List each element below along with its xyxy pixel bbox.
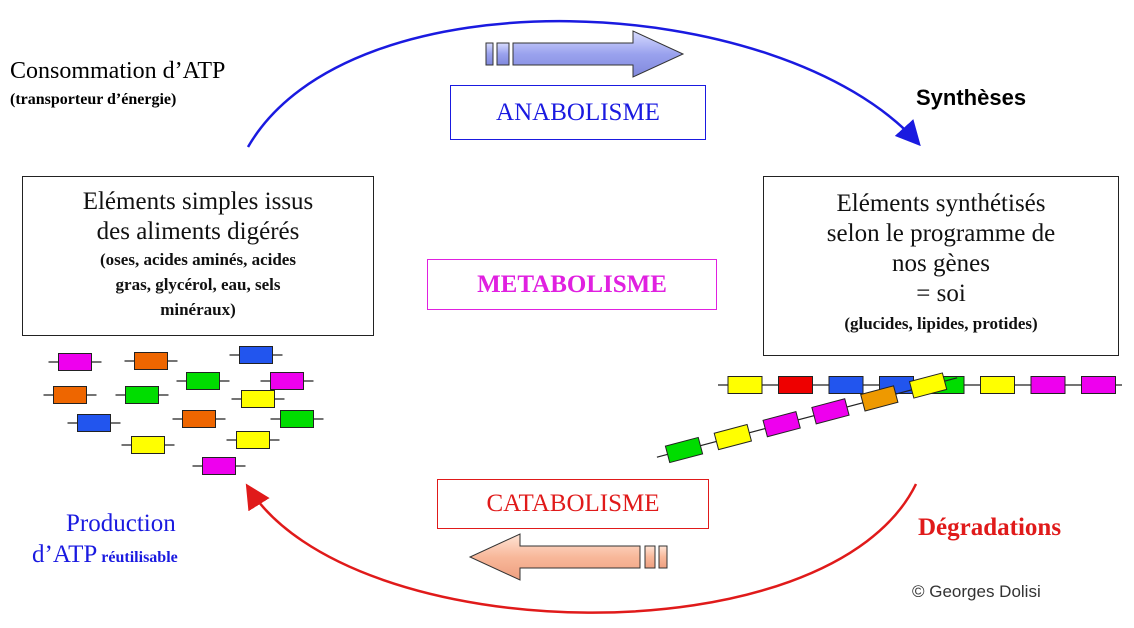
molecule-unit-icon bbox=[1081, 376, 1116, 394]
molecule-unit-icon bbox=[231, 390, 285, 408]
molecule-unit-icon bbox=[192, 457, 246, 475]
block-arrow-right-icon bbox=[485, 30, 685, 78]
molecule-unit-icon bbox=[172, 410, 226, 428]
simple-elements-line1: Eléments simples issus bbox=[82, 188, 314, 215]
molecule-unit-icon bbox=[980, 376, 1015, 394]
molecule-unit-icon bbox=[229, 346, 283, 364]
molecule-unit-icon bbox=[260, 372, 314, 390]
molecule-unit-icon bbox=[713, 423, 753, 451]
molecule-units bbox=[43, 346, 1122, 475]
metabolism-label: METABOLISME bbox=[427, 259, 717, 310]
synthesis-label: Synthèses bbox=[916, 85, 1027, 110]
simple-elements-detail1: (oses, acides aminés, acides bbox=[100, 250, 296, 269]
molecule-unit-icon bbox=[762, 411, 801, 438]
molecule-unit-icon bbox=[664, 436, 704, 464]
molecule-unit-icon bbox=[124, 352, 178, 370]
simple-elements-box: Eléments simples issus des aliments digé… bbox=[22, 176, 374, 336]
credit-label: © Georges Dolisi bbox=[912, 582, 1041, 601]
molecule-unit-icon bbox=[908, 372, 948, 399]
molecule-unit-icon bbox=[1030, 376, 1066, 394]
catabolism-arc bbox=[245, 483, 918, 614]
simple-elements-detail3: minéraux) bbox=[160, 300, 236, 319]
molecule-unit-icon bbox=[860, 385, 899, 412]
molecule-unit-icon bbox=[778, 376, 813, 394]
synthesized-line4: = soi bbox=[916, 280, 966, 307]
molecule-unit-icon bbox=[828, 376, 864, 394]
molecule-unit-icon bbox=[115, 386, 169, 404]
simple-elements-line2: des aliments digérés bbox=[96, 218, 300, 245]
molecule-unit-icon bbox=[67, 414, 121, 432]
molecule-unit-icon bbox=[176, 372, 230, 390]
molecule-unit-icon bbox=[121, 436, 175, 454]
catabolism-label: CATABOLISME bbox=[437, 479, 709, 529]
block-arrow-left-icon bbox=[468, 533, 668, 581]
synthesized-detail: (glucides, lipides, protides) bbox=[844, 314, 1038, 333]
molecule-unit-icon bbox=[226, 431, 280, 449]
molecule-unit-icon bbox=[727, 376, 763, 394]
synthesized-line2: selon le programme de bbox=[826, 220, 1056, 247]
anabolism-label: ANABOLISME bbox=[450, 85, 706, 140]
atp-carrier-note: (transporteur d’énergie) bbox=[10, 91, 177, 108]
atp-production-label: Production bbox=[66, 510, 176, 537]
atp-reusable-label: d’ATP réutilisable bbox=[32, 541, 178, 569]
atp-reusable-note: réutilisable bbox=[101, 549, 178, 566]
atp-reusable-main: d’ATP bbox=[32, 541, 98, 568]
synthesized-line1: Eléments synthétisés bbox=[836, 190, 1046, 217]
degradation-label: Dégradations bbox=[918, 514, 1062, 541]
synthesized-line3: nos gènes bbox=[892, 250, 990, 277]
molecule-unit-icon bbox=[48, 353, 102, 371]
anabolism-arc bbox=[246, 19, 921, 148]
molecule-unit-icon bbox=[43, 386, 97, 404]
molecule-unit-icon bbox=[811, 398, 850, 425]
atp-consumption-label: Consommation d’ATP bbox=[10, 58, 226, 84]
molecule-unit-icon bbox=[270, 410, 324, 428]
synthesized-elements-box: Eléments synthétisés selon le programme … bbox=[763, 176, 1119, 356]
simple-elements-detail2: gras, glycérol, eau, sels bbox=[115, 275, 281, 294]
